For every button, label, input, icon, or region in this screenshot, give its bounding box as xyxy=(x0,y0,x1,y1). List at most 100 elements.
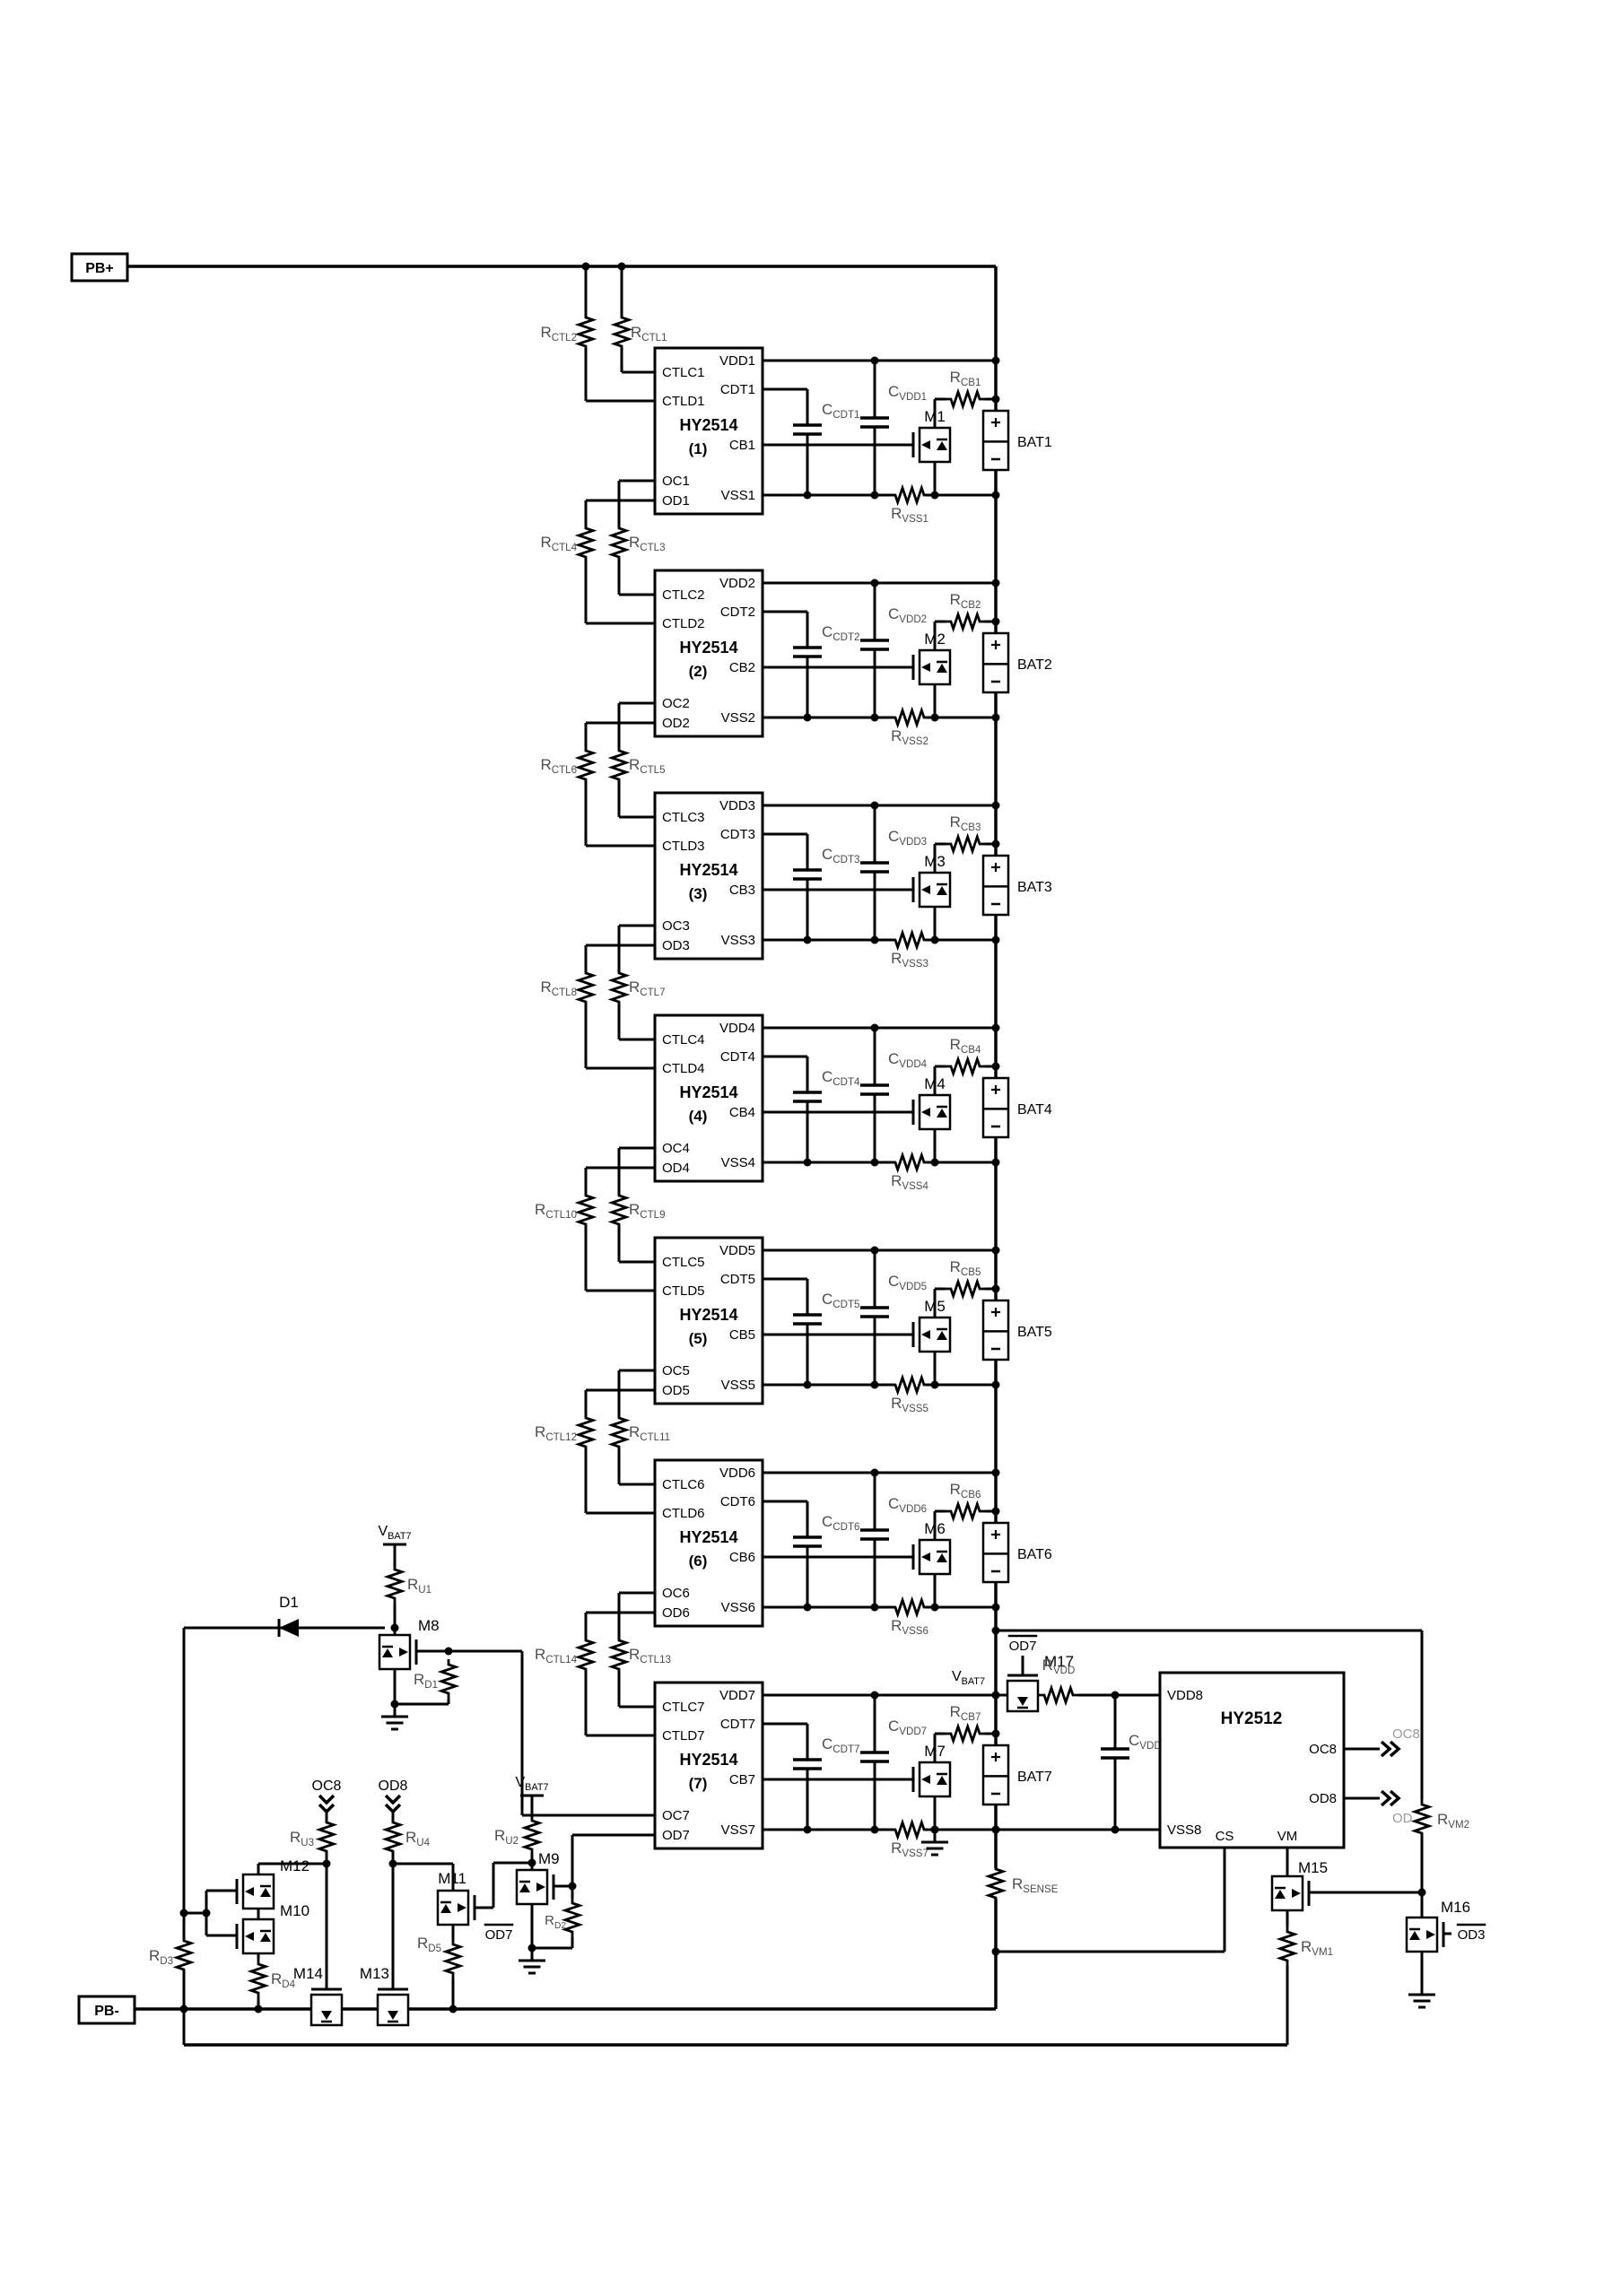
chip-index: (1) xyxy=(689,440,708,457)
battery-label: BAT2 xyxy=(1017,657,1052,673)
junction-dot xyxy=(617,262,626,271)
rd2-label: RD2 xyxy=(545,1913,566,1931)
chip-index: (7) xyxy=(689,1775,708,1792)
hy2514-chip-1 xyxy=(653,346,764,516)
channel-arrow xyxy=(536,1883,545,1892)
rvss-label: RVSS2 xyxy=(891,727,928,747)
cvdd-label: CVDD4 xyxy=(888,1050,928,1070)
chevron-arrow-icon xyxy=(1389,1789,1401,1807)
pin-cdt: CDT3 xyxy=(720,827,755,842)
chip-name: HY2514 xyxy=(679,1306,737,1324)
pin-cdt: CDT2 xyxy=(720,604,755,620)
cvdd-label: CVDD6 xyxy=(888,1495,927,1515)
ru2-label: RU2 xyxy=(494,1827,519,1847)
pin-vdd: VDD1 xyxy=(719,353,755,369)
body-diode xyxy=(1275,1890,1286,1899)
pin-oc: OC1 xyxy=(662,474,690,489)
resistor-rctl-even xyxy=(574,745,597,785)
pin-cdt: CDT1 xyxy=(720,382,755,397)
body-diode xyxy=(937,664,947,673)
battery-label: BAT6 xyxy=(1017,1547,1052,1562)
channel-arrow xyxy=(921,1775,930,1784)
junction-dot xyxy=(991,801,1000,810)
chip-index: (2) xyxy=(689,663,708,680)
chip-index: (4) xyxy=(689,1108,708,1125)
mask xyxy=(792,1537,823,1546)
m16-label: M16 xyxy=(1441,1899,1470,1916)
chevron-arrow-icon xyxy=(1380,1740,1392,1758)
junction-dot xyxy=(930,1603,939,1612)
junction-dot xyxy=(991,1023,1000,1032)
body-diode xyxy=(388,2011,398,2020)
chevron-arrow-icon xyxy=(384,1794,402,1805)
pin-vss: VSS3 xyxy=(721,933,755,948)
junction-dot xyxy=(991,1507,1000,1516)
mask xyxy=(792,648,823,657)
ccdt-label: CCDT3 xyxy=(822,846,859,865)
channel-arrow xyxy=(245,1887,254,1896)
pin-cdt: CDT4 xyxy=(720,1049,755,1065)
pin-od: OD5 xyxy=(662,1383,690,1398)
body-diode xyxy=(440,1904,451,1913)
pin-vm: VM xyxy=(1277,1829,1298,1844)
rctl-odd-label: RCTL11 xyxy=(629,1423,670,1443)
junction-dot xyxy=(449,2005,458,2013)
pin-vdd: VDD6 xyxy=(719,1465,755,1481)
battery-label: BAT1 xyxy=(1017,435,1052,450)
mosfet-m13 xyxy=(376,1993,410,2027)
resistor-rvm2 xyxy=(1410,1799,1434,1839)
chip-index: (6) xyxy=(689,1552,708,1570)
pin-vss: VSS6 xyxy=(721,1600,755,1615)
pin-ctlc: CTLC3 xyxy=(662,810,705,825)
junction-dot xyxy=(930,491,939,500)
junction-dot xyxy=(991,935,1000,944)
resistor-rctl-odd xyxy=(607,1635,631,1674)
junction-dot xyxy=(870,1603,879,1612)
resistor-rvss xyxy=(890,1373,929,1396)
mask xyxy=(792,425,823,434)
pin-ctld: CTLD7 xyxy=(662,1728,705,1744)
pin-od8: OD8 xyxy=(1309,1791,1337,1806)
junction-dot xyxy=(991,1603,1000,1612)
rctl-odd-label: RCTL13 xyxy=(629,1646,671,1665)
junction-dot xyxy=(991,1468,1000,1477)
pin-vdd: VDD7 xyxy=(719,1688,755,1703)
resistor-ru2 xyxy=(520,1815,544,1855)
rcb-label: RCB2 xyxy=(950,591,981,611)
battery-label: BAT7 xyxy=(1017,1770,1052,1785)
junction-dot xyxy=(803,713,812,722)
mosfet-label: M1 xyxy=(924,408,946,425)
resistor-rctl-odd xyxy=(607,1190,631,1230)
resistor-rctl-odd xyxy=(607,1413,631,1452)
junction-dot xyxy=(991,1380,1000,1389)
resistor-ru4 xyxy=(381,1817,405,1857)
junction-dot xyxy=(930,1380,939,1389)
body-diode xyxy=(260,1888,271,1897)
resistor-rctl-even xyxy=(574,1413,597,1452)
junction-dot xyxy=(803,491,812,500)
chip-index: (5) xyxy=(689,1330,708,1347)
resistor-rctl1 xyxy=(610,312,633,352)
junction-dot xyxy=(870,1023,879,1032)
junction-dot xyxy=(930,1158,939,1167)
pin-ctld: CTLD6 xyxy=(662,1506,705,1521)
body-diode xyxy=(382,1648,393,1657)
rcb-label: RCB4 xyxy=(950,1036,981,1056)
chevron-arrow-icon xyxy=(384,1803,402,1814)
pin-od: OD1 xyxy=(662,493,690,509)
d1-label: D1 xyxy=(279,1594,299,1611)
rctl-even-label: RCTL10 xyxy=(535,1201,577,1221)
junction-dot xyxy=(870,1825,879,1834)
mask xyxy=(859,1530,890,1539)
ccdt-label: CCDT7 xyxy=(822,1735,859,1755)
resistor-rd2 xyxy=(561,1898,584,1937)
m17-label: M17 xyxy=(1044,1653,1074,1670)
hy2512-name: HY2512 xyxy=(1221,1709,1283,1728)
pb-plus-label: PB+ xyxy=(85,261,114,276)
junction-dot xyxy=(991,1062,1000,1071)
ccdt-label: CCDT2 xyxy=(822,623,859,643)
resistor-rcb xyxy=(946,387,985,411)
